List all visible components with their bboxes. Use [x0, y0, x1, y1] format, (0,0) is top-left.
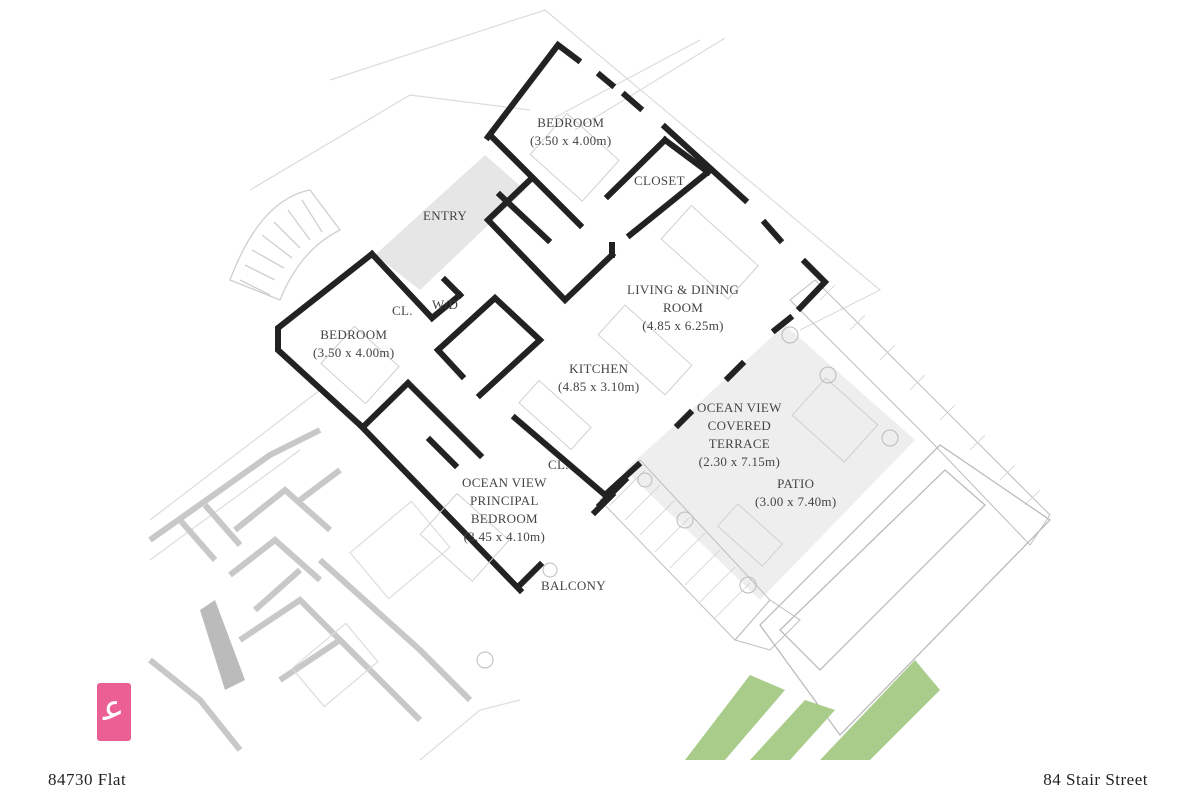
room-balcony: BALCONY — [541, 577, 606, 595]
room-name: BEDROOM — [320, 327, 388, 342]
room-entry: ENTRY — [423, 207, 467, 225]
neighbour-thin-lines — [291, 500, 521, 761]
room-name: LIVING & DINING ROOM — [627, 282, 740, 315]
room-size: (4.85 x 6.25m) — [642, 318, 724, 333]
staircase — [229, 189, 341, 301]
footer-right-caption: 84 Stair Street — [1043, 770, 1148, 789]
room-bedroom-west: BEDROOM (3.50 x 4.00m) — [313, 326, 394, 362]
footer-left-caption: 84730 Flat — [48, 770, 127, 789]
room-wd: W/D — [432, 296, 458, 314]
room-size: (4.85 x 3.10m) — [558, 379, 640, 394]
room-name: PATIO — [777, 476, 815, 491]
room-name: KITCHEN — [569, 361, 629, 376]
room-cl-west: CL. — [392, 302, 413, 320]
room-size: (3.45 x 4.10m) — [463, 529, 546, 544]
room-principal-bedroom: OCEAN VIEW PRINCIPAL BEDROOM (3.45 x 4.1… — [462, 474, 547, 546]
room-name: OCEAN VIEW PRINCIPAL BEDROOM — [462, 475, 547, 526]
room-name: CLOSET — [634, 173, 685, 188]
neighbour-shaft — [200, 600, 245, 690]
room-terrace: OCEAN VIEW COVERED TERRACE (2.30 x 7.15m… — [697, 399, 782, 471]
room-name: W/D — [432, 297, 459, 312]
room-name: OCEAN VIEW COVERED TERRACE — [697, 400, 782, 451]
plant-icons — [476, 326, 899, 669]
room-name: BEDROOM — [537, 115, 605, 130]
site-context-lines — [149, 9, 882, 561]
room-patio: PATIO (3.00 x 7.40m) — [755, 475, 836, 511]
logo-glyph-icon: ﻋ — [103, 688, 125, 729]
room-size: (3.50 x 4.00m) — [313, 345, 395, 360]
room-size: (2.30 x 7.15m) — [698, 454, 781, 469]
furniture-lines — [320, 112, 879, 582]
room-kitchen: KITCHEN (4.85 x 3.10m) — [558, 360, 639, 396]
main-walls — [275, 40, 830, 595]
room-size: (3.00 x 7.40m) — [755, 494, 837, 509]
room-name: ENTRY — [423, 208, 468, 223]
room-closet: CLOSET — [634, 172, 685, 190]
room-cl-south: CL. — [548, 456, 569, 474]
pool-structure — [759, 444, 1052, 737]
brand-logo: ﻋ — [97, 683, 131, 741]
entry-floor — [375, 155, 525, 290]
room-bedroom-north: BEDROOM (3.50 x 4.00m) — [530, 114, 611, 150]
neighbour-units — [148, 427, 473, 752]
room-size: (3.50 x 4.00m) — [530, 133, 612, 148]
room-name: CL. — [548, 457, 569, 472]
room-name: BALCONY — [541, 578, 606, 593]
deck-hatching — [609, 284, 1041, 619]
room-name: CL. — [392, 303, 413, 318]
room-living-dining: LIVING & DINING ROOM (4.85 x 6.25m) — [627, 281, 739, 335]
grass-strips — [685, 660, 940, 760]
